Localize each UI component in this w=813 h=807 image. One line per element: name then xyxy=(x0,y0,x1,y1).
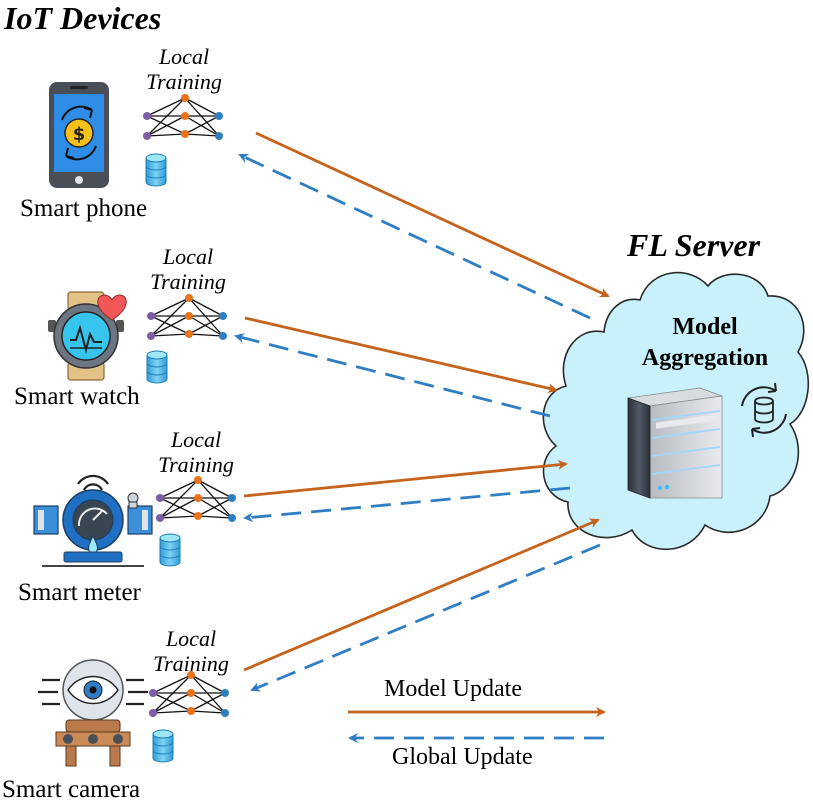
nn-input-node xyxy=(143,132,151,140)
nn-hidden-node xyxy=(185,294,193,302)
global-update-arrow-phone xyxy=(238,153,591,320)
device-label-camera: Smart camera xyxy=(2,776,141,803)
nn-input-node xyxy=(156,514,164,522)
model-update-arrow-camera xyxy=(243,518,600,672)
database-icon xyxy=(152,729,174,763)
nn-input-node xyxy=(149,709,157,717)
device-label-watch: Smart watch xyxy=(14,383,140,410)
database-sync-icon xyxy=(741,382,787,438)
model-update-arrow-phone xyxy=(255,131,610,298)
database-icon xyxy=(145,153,167,187)
nn-hidden-node xyxy=(187,671,195,679)
nn-hidden-node xyxy=(187,707,195,715)
nn-input-node xyxy=(143,112,151,120)
nn-input-node xyxy=(147,312,155,320)
iot-devices-title: IoT Devices xyxy=(4,0,162,36)
update-arrows xyxy=(234,131,610,743)
nn-output-node xyxy=(219,312,227,320)
neural-network-icon xyxy=(156,476,236,522)
model-update-arrow-meter xyxy=(243,459,568,498)
nn-input-node xyxy=(156,494,164,502)
model-update-arrow-watch xyxy=(244,316,558,394)
svg-text:$: $ xyxy=(73,124,86,145)
nn-input-node xyxy=(149,689,157,697)
smartwatch-heart-icon xyxy=(48,291,127,381)
security-camera-icon xyxy=(38,659,148,767)
nn-hidden-node xyxy=(181,130,189,138)
nn-hidden-node xyxy=(185,330,193,338)
nn-hidden-node xyxy=(185,312,193,320)
neural-network-icon xyxy=(147,294,227,340)
device-label-phone: Smart phone xyxy=(20,195,148,222)
legend-global-update-label: Global Update xyxy=(392,744,533,770)
global-update-arrow-meter xyxy=(243,486,571,523)
nn-output-node xyxy=(228,494,236,502)
local-models xyxy=(143,94,236,763)
nn-output-node xyxy=(221,689,229,697)
neural-network-icon xyxy=(149,671,229,717)
global-update-arrow-camera xyxy=(250,543,601,692)
nn-hidden-node xyxy=(194,494,202,502)
nn-hidden-node xyxy=(181,94,189,102)
smartphone-payment-icon: $ xyxy=(49,82,109,188)
database-icon xyxy=(146,350,168,384)
nn-output-node xyxy=(219,332,227,340)
neural-network-icon xyxy=(143,94,223,140)
nn-output-node xyxy=(215,132,223,140)
nn-hidden-node xyxy=(194,512,202,520)
nn-hidden-node xyxy=(194,476,202,484)
nn-output-node xyxy=(221,709,229,717)
legend-model-update-label: Model Update xyxy=(384,676,522,702)
server-rack-icon xyxy=(627,387,723,499)
nn-output-node xyxy=(228,514,236,522)
nn-hidden-node xyxy=(187,689,195,697)
nn-input-node xyxy=(147,332,155,340)
nn-hidden-node xyxy=(181,112,189,120)
fl-server-title: FL Server xyxy=(627,227,761,263)
model-aggregation-label: Model Aggregation xyxy=(641,314,769,371)
global-update-arrow-watch xyxy=(234,333,551,418)
nn-output-node xyxy=(215,112,223,120)
database-icon xyxy=(159,533,181,567)
water-meter-icon xyxy=(33,474,153,567)
device-label-meter: Smart meter xyxy=(18,579,141,606)
